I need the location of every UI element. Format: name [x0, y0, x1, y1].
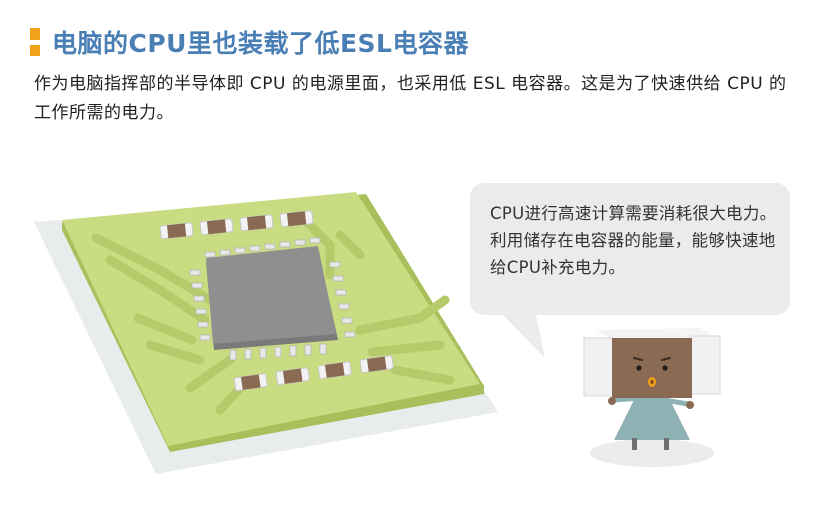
mascot-arm-left [611, 395, 643, 403]
mascot-brow-right [661, 357, 671, 361]
cpu-chip [206, 246, 336, 344]
mascot-head-top [596, 328, 716, 340]
mascot-head-body [612, 338, 692, 398]
mascot-eye-left [636, 365, 642, 371]
board-traces [91, 210, 455, 415]
mascot-shadow [590, 439, 714, 467]
mascot-head-cap-left [583, 337, 615, 397]
mascot-head-cap-right [689, 335, 721, 395]
title-marker-icon [30, 28, 40, 56]
speech-bubble [470, 183, 790, 315]
capacitors-bottom [233, 355, 394, 392]
mascot-leg-right [664, 438, 669, 450]
mascot-mouth-inner [650, 379, 654, 385]
page-title: 电脑的CPU里也装载了低ESL电容器 [52, 29, 469, 58]
speech-bubble-tail [498, 310, 545, 358]
mascot-leg-left [632, 438, 637, 450]
chip-pins [189, 237, 356, 361]
speech-bubble-text: CPU进行高速计算需要消耗很大电力。利用储存在电容器的能量，能够快速地给CPU补… [490, 204, 777, 277]
mascot-eye-right [662, 365, 668, 371]
section-heading: 电脑的CPU里也装载了低ESL电容器 [30, 24, 469, 60]
mascot-hand-left [608, 397, 616, 405]
mascot-dress [614, 392, 690, 440]
mascot-hand-right [686, 401, 694, 409]
mascot-brow-left [633, 357, 643, 361]
intro-paragraph: 作为电脑指挥部的半导体即 CPU 的电源里面，也采用低 ESL 电容器。这是为了… [34, 74, 787, 123]
capacitors-top [159, 210, 314, 240]
mascot-arm-right [661, 397, 691, 407]
